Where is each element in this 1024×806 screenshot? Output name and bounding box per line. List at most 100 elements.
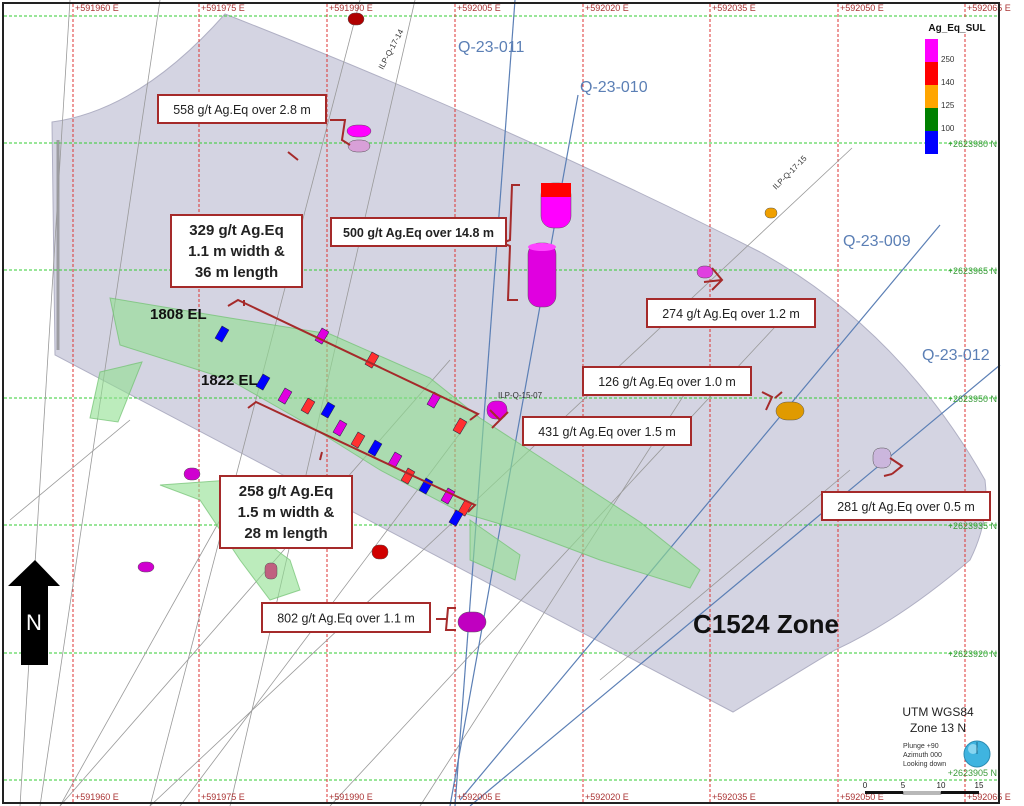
assay-sample: [775, 401, 805, 421]
intercept-callout: 126 g/t Ag.Eq over 1.0 m: [582, 366, 752, 396]
northing-label: +2623935 N: [948, 521, 997, 531]
assay-sample-high: [541, 183, 571, 197]
easting-label-top: +591975 E: [201, 3, 245, 13]
intercept-callout: 431 g/t Ag.Eq over 1.5 m: [522, 416, 692, 446]
assay-sample: [277, 387, 293, 405]
northing-label: +2623920 N: [948, 649, 997, 659]
callout-text: 281 g/t Ag.Eq over 0.5 m: [837, 500, 975, 514]
intercept-callout: 558 g/t Ag.Eq over 2.8 m: [157, 94, 327, 124]
callout-box: [157, 94, 327, 124]
intercept-callout: 500 g/t Ag.Eq over 14.8 m: [330, 217, 507, 247]
callout-text: 1.5 m width &: [238, 504, 335, 521]
callout-text: 431 g/t Ag.Eq over 1.5 m: [538, 425, 676, 439]
easting-label-top: +592065 E: [967, 3, 1011, 13]
callout-box: [522, 416, 692, 446]
scale-tick-label: 5: [901, 781, 906, 790]
callout-text: 558 g/t Ag.Eq over 2.8 m: [173, 103, 311, 117]
intercept-bracket: [319, 451, 323, 461]
intercept-callout: 274 g/t Ag.Eq over 1.2 m: [646, 298, 816, 328]
intercept-bracket: [703, 267, 724, 291]
assay-sample: [872, 447, 892, 469]
assay-sample: [347, 139, 371, 153]
coordinate-labels: +2623980 N+2623965 N+2623950 N+2623935 N…: [75, 3, 1011, 802]
assay-sample: [320, 401, 336, 419]
intercept-bracket: [883, 457, 904, 477]
map-frame: [2, 2, 1000, 804]
intercept-bracket: [287, 151, 299, 161]
elevation-label-1822: 1822 EL: [201, 372, 258, 389]
easting-label-top: +592005 E: [457, 3, 501, 13]
assay-sample: [183, 467, 201, 481]
assay-sample: [332, 419, 348, 437]
assay-sample: [452, 417, 468, 435]
assay-samples: [137, 12, 892, 633]
assay-sample: [346, 124, 372, 138]
legend-swatch: [925, 108, 938, 131]
callout-text: 28 m length: [244, 525, 327, 542]
assay-sample: [264, 562, 278, 580]
legend-bin-label: 100: [941, 124, 955, 133]
drillhole-label-q-23-010: Q-23-010: [580, 79, 648, 96]
callout-text: 258 g/t Ag.Eq: [239, 483, 333, 500]
view-plunge: Plunge +90: [903, 743, 939, 750]
coordinate-grid: [4, 4, 998, 802]
assay-sample: [440, 487, 456, 505]
assay-sample: [364, 351, 380, 369]
assay-sample: [457, 611, 487, 633]
assay-sample: [214, 325, 230, 343]
intercept-bracket: [489, 409, 509, 429]
drill-trace-q23: [459, 224, 941, 801]
easting-label-bottom: +592035 E: [712, 792, 756, 802]
assay-sample: [314, 327, 330, 345]
callout-box: [582, 366, 752, 396]
scale-tick-label: 15: [975, 781, 984, 790]
callout-box: [330, 217, 507, 247]
northing-label: +2623950 N: [948, 394, 997, 404]
legend-swatch: [925, 85, 938, 108]
callout-box: [170, 214, 303, 288]
drillhole-label-ilp-q-15-07: ILP-Q-15-07: [498, 391, 543, 400]
callout-text: 802 g/t Ag.Eq over 1.1 m: [277, 612, 415, 626]
easting-label-bottom: +592020 E: [585, 792, 629, 802]
intercept-callouts: 558 g/t Ag.Eq over 2.8 m 329 g/t Ag.Eq1.1…: [157, 94, 991, 633]
easting-label-bottom: +592065 E: [967, 792, 1011, 802]
assay-sample: [137, 561, 155, 573]
callout-text: 1.1 m width &: [188, 243, 285, 260]
callout-box: [261, 602, 431, 633]
easting-label-top: +592035 E: [712, 3, 756, 13]
drill-trace: [9, 419, 131, 521]
legend-bin-label: 250: [941, 55, 955, 64]
elevation-label-1808: 1808 EL: [150, 306, 207, 323]
intercept-callout: 802 g/t Ag.Eq over 1.1 m: [261, 602, 431, 633]
intercept-bracket: [436, 607, 456, 631]
assay-sample-top: [528, 243, 556, 251]
projection-line2: Zone 13 N: [910, 721, 966, 735]
scale-tick-label: 10: [937, 781, 946, 790]
callout-text: 274 g/t Ag.Eq over 1.2 m: [662, 307, 800, 321]
legend-bin-label: 125: [941, 101, 955, 110]
intercept-callout: 329 g/t Ag.Eq1.1 m width &36 m length: [170, 214, 303, 288]
legend-title: Ag_Eq_SUL: [928, 23, 985, 34]
intercept-bracket: [227, 298, 480, 421]
drill-trace: [59, 519, 221, 806]
easting-label-top: +592020 E: [585, 3, 629, 13]
callout-text: 126 g/t Ag.Eq over 1.0 m: [598, 375, 736, 389]
legend-title-backdrop: [918, 19, 996, 34]
intercept-callout: 258 g/t Ag.Eq 1.5 m width & 28 m length: [219, 475, 353, 549]
legend-swatch: [925, 62, 938, 85]
easting-label-bottom: +591990 E: [329, 792, 373, 802]
intercept-bracket: [247, 400, 477, 513]
easting-label-top: +591960 E: [75, 3, 119, 13]
northing-label: +2623965 N: [948, 266, 997, 276]
view-looking: Looking down: [903, 761, 946, 768]
north-arrow: N: [8, 560, 60, 665]
assay-sample: [764, 207, 778, 219]
intercept-callout: 281 g/t Ag.Eq over 0.5 m: [821, 491, 991, 521]
drillhole-label-q-23-012: Q-23-012: [922, 347, 990, 364]
assay-sample: [418, 477, 434, 495]
assay-sample: [400, 467, 416, 485]
assay-sample: [371, 544, 389, 560]
legend-swatch: [925, 131, 938, 154]
assay-sample: [696, 265, 714, 279]
